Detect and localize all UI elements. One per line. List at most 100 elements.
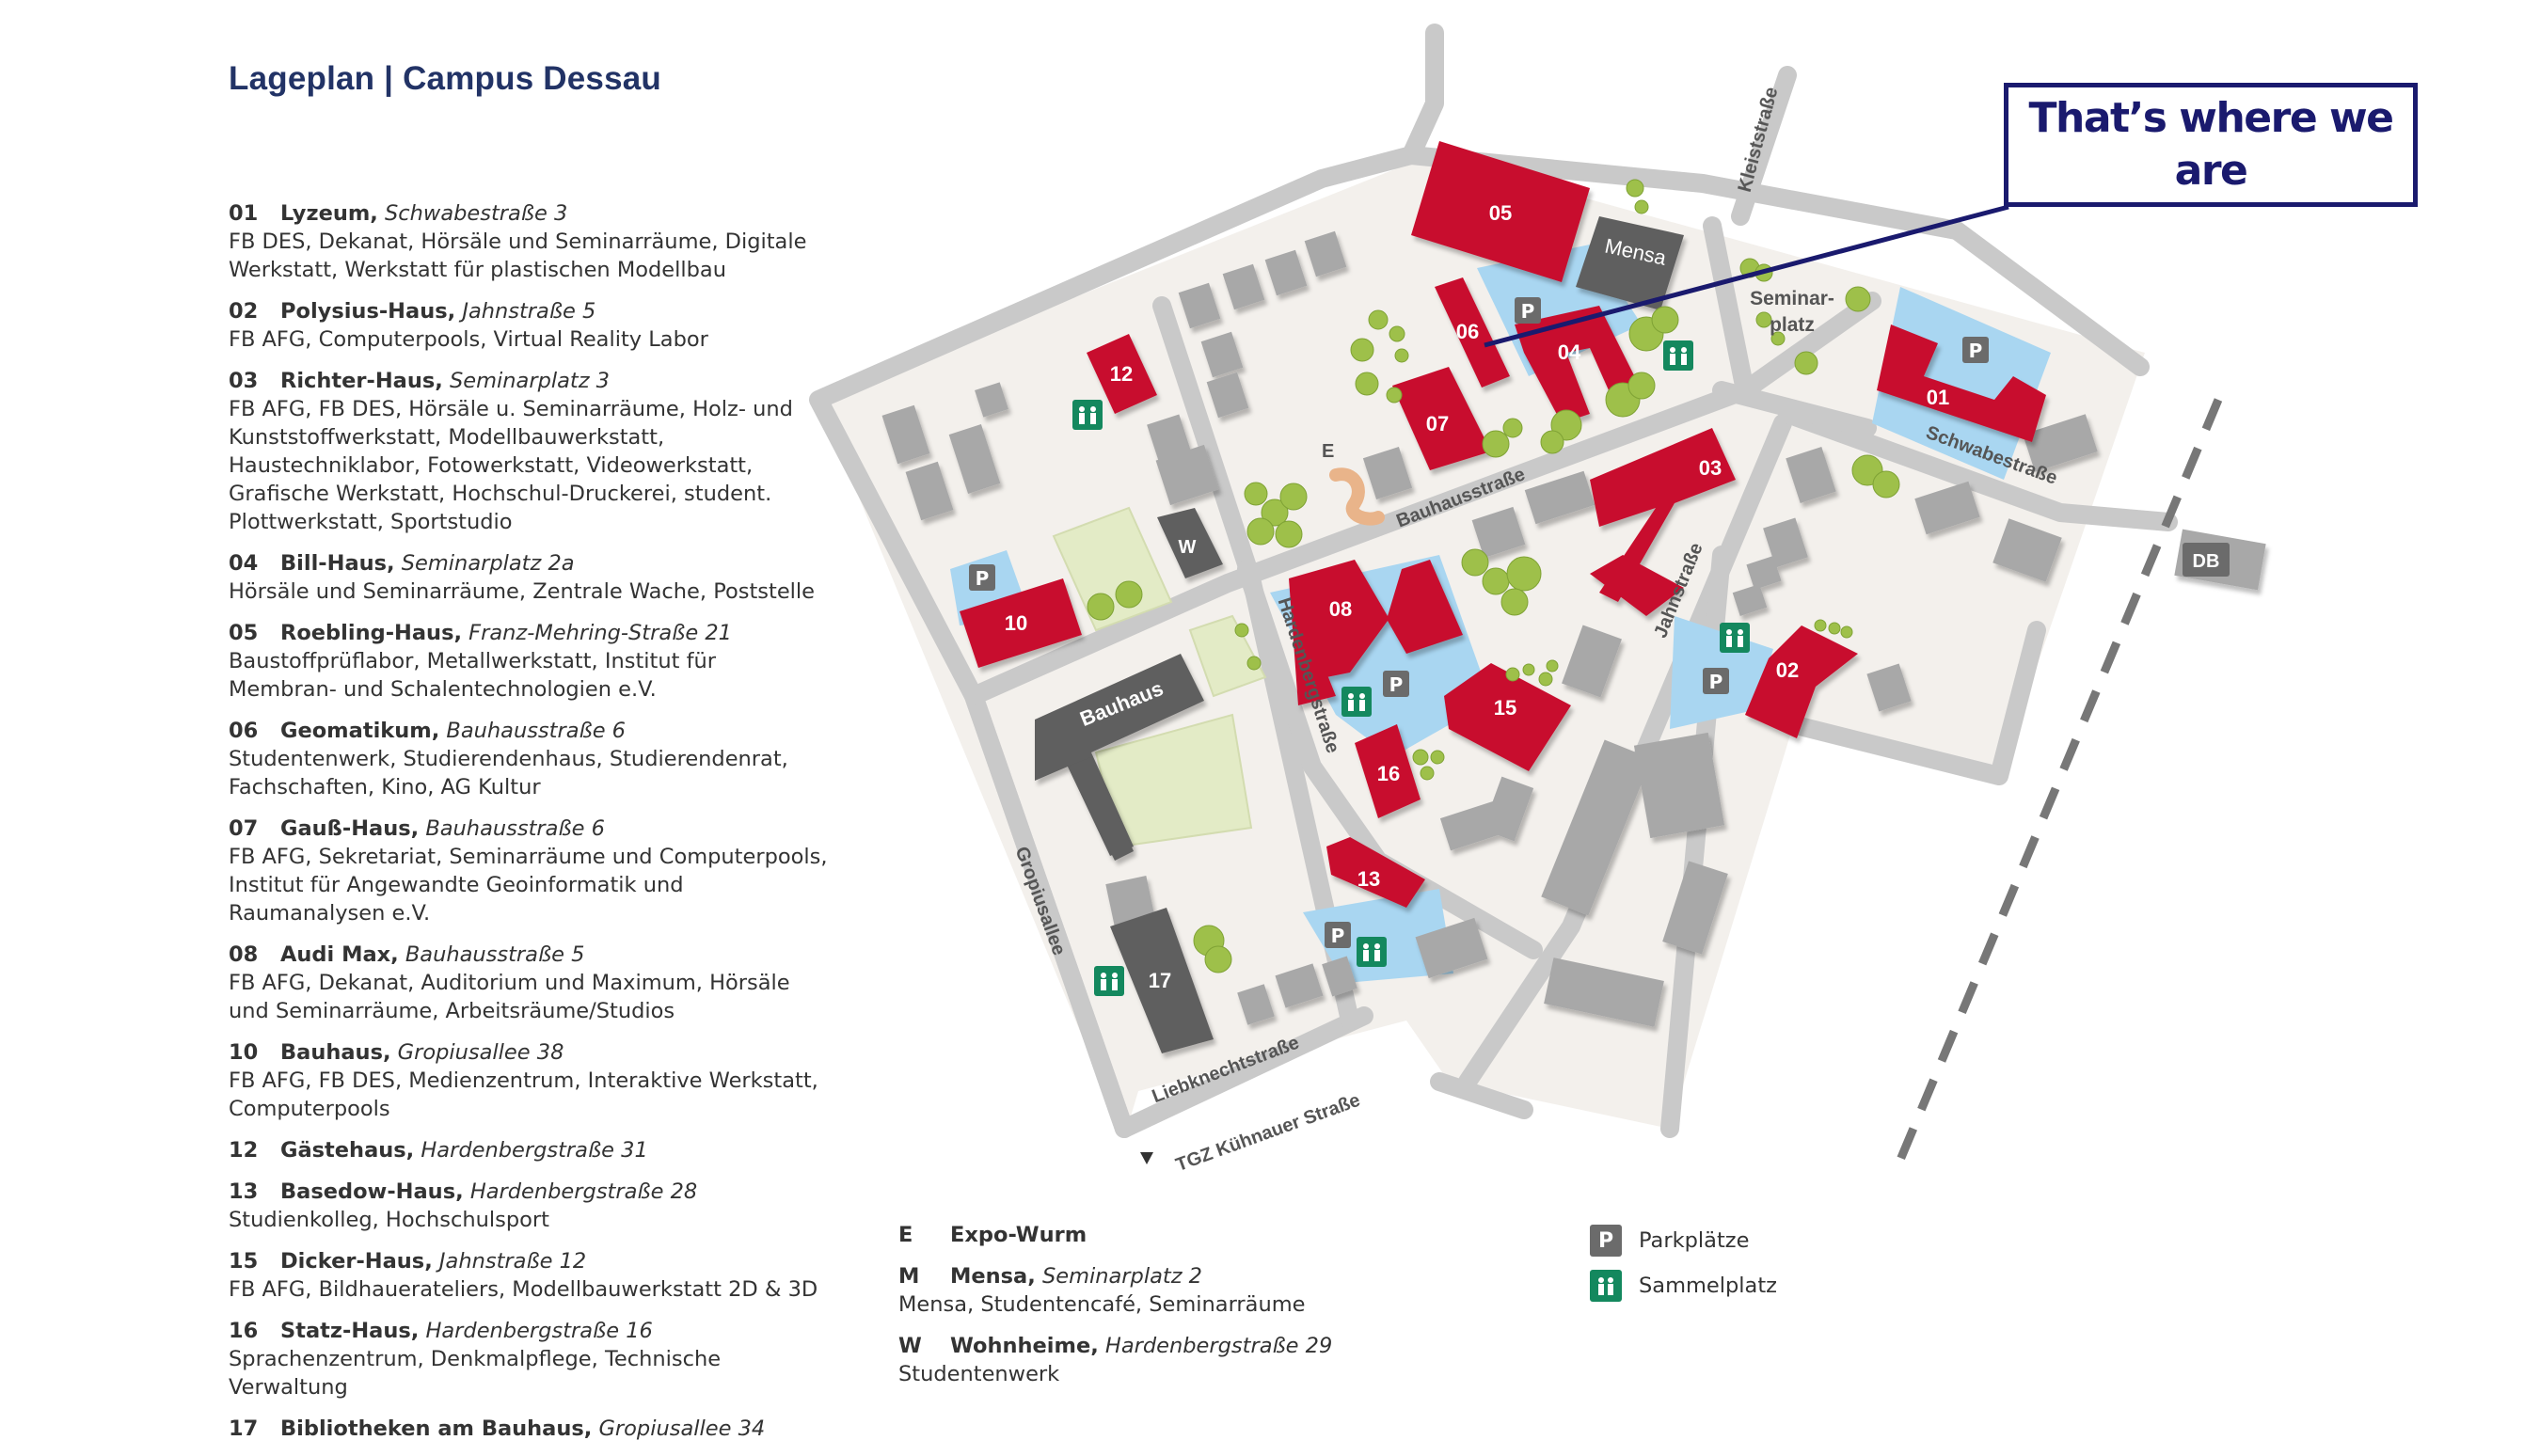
entry-number: 16 — [229, 1319, 259, 1343]
assembly-icon — [1072, 400, 1103, 430]
entry-description: Hörsäle und Seminarräume, Zentrale Wache… — [229, 579, 816, 604]
red-buildings — [960, 141, 2046, 908]
entry-name: Bibliotheken am Bauhaus, — [280, 1416, 593, 1441]
parking-jahn: P — [1703, 668, 1729, 694]
street-campus-west — [1430, 1072, 1533, 1119]
label-tgz: TGZ Kühnauer Straße — [1173, 1090, 1363, 1176]
campus-ground — [818, 155, 2145, 1138]
legend-parking: P Parkplätze — [1590, 1225, 1777, 1257]
expo-wurm — [1329, 467, 1385, 526]
bauhaus-wing — [1068, 757, 1134, 861]
assembly-icon — [1663, 340, 1693, 371]
building-17-block — [1110, 908, 1214, 1053]
entry-number: 06 — [229, 719, 259, 743]
svg-text:P: P — [1389, 673, 1404, 696]
entry-description: Studienkolleg, Hochschulsport — [229, 1208, 549, 1232]
entry-description: Sprachenzentrum, Denkmalpflege, Technisc… — [229, 1347, 722, 1400]
entry-name: Basedow-Haus, — [280, 1179, 464, 1204]
entry-name: Wohnheime, — [950, 1334, 1099, 1358]
entry-address: Franz-Mehring-Straße 21 — [468, 621, 732, 645]
building-10 — [960, 578, 1082, 668]
entry-number: 08 — [229, 942, 259, 967]
entry-name: Bill-Haus, — [280, 551, 395, 576]
wohnheim-building — [1157, 508, 1223, 578]
entry-address: Seminarplatz 3 — [449, 369, 610, 393]
svg-text:P: P — [1969, 340, 1983, 362]
callout-pointer — [1484, 204, 2009, 348]
building-15 — [1444, 663, 1571, 771]
building-01 — [1877, 324, 2046, 442]
map-number-04: 04 — [1558, 340, 1581, 364]
entry-name: Richter-Haus, — [280, 369, 443, 393]
green-areas — [1052, 506, 1267, 848]
entry-description: Studentenwerk, Studierendenhaus, Studier… — [229, 747, 788, 799]
parking-icon: P — [1590, 1225, 1622, 1257]
street-liebknechtstrasse — [1115, 1006, 1373, 1138]
railway-line — [1891, 398, 2223, 1173]
building-02 — [1745, 625, 1858, 738]
svg-text:P: P — [1331, 925, 1345, 947]
green-area-1 — [1052, 506, 1173, 632]
parking-symbols: P P P P P P — [969, 297, 1989, 948]
building-13 — [1326, 837, 1425, 908]
symbol-legend: P Parkplätze Sammelplatz — [1590, 1225, 1777, 1315]
building-16 — [1355, 724, 1421, 818]
entry-address: Gropiusallee 38 — [397, 1040, 564, 1065]
mensa-building — [1576, 216, 1684, 310]
entry-number: W — [898, 1334, 922, 1358]
entry-address: Bauhausstraße 6 — [446, 719, 627, 743]
entry-number: M — [898, 1264, 920, 1289]
entry-address: Hardenbergstraße 28 — [469, 1179, 698, 1204]
entry-number: 10 — [229, 1040, 259, 1065]
assembly-icon — [1720, 623, 1750, 653]
entry-description: FB AFG, Bildhauerateliers, Modellbauwerk… — [229, 1277, 818, 1302]
map-number-16: 16 — [1377, 762, 1400, 785]
db-sign — [2183, 543, 2230, 577]
assembly-icon — [1341, 687, 1372, 717]
entry-description: Baustoffprüflabor, Metallwerkstatt, Inst… — [229, 649, 717, 702]
building-07 — [1392, 367, 1491, 470]
entry-name: Roebling-Haus, — [280, 621, 463, 645]
entry-address: Seminarplatz 2a — [401, 551, 575, 576]
page-title: Lageplan | Campus Dessau — [229, 60, 662, 97]
map-number-15: 15 — [1494, 696, 1516, 720]
entry-number: 01 — [229, 201, 259, 226]
green-area-3 — [1188, 614, 1267, 698]
map-number-13: 13 — [1357, 867, 1380, 891]
building-08 — [1289, 560, 1463, 705]
entry-number: 17 — [229, 1416, 259, 1441]
building-06 — [1435, 277, 1510, 388]
entry-address: Gropiusallee 34 — [598, 1416, 766, 1441]
entry-number: 03 — [229, 369, 259, 393]
entry-name: Statz-Haus, — [280, 1319, 420, 1343]
map-number-02: 02 — [1776, 658, 1799, 682]
trees — [1087, 179, 1900, 973]
building-12 — [1087, 334, 1157, 414]
map-number-17: 17 — [1149, 969, 1171, 992]
assembly-icon — [1094, 966, 1124, 996]
building-numbers: 05 06 04 01 12 07 03 10 08 02 15 16 13 1… — [1005, 201, 1949, 992]
assembly-icon — [1357, 937, 1387, 967]
entry-description: Mensa, Studentencafé, Seminarräume — [898, 1292, 1306, 1317]
entry-number: E — [898, 1223, 913, 1247]
map-label-seminarplatz-2: platz — [1770, 314, 1815, 336]
entry-name: Gauß-Haus, — [280, 816, 420, 841]
map-number-03: 03 — [1699, 456, 1722, 480]
building-05 — [1411, 141, 1590, 282]
street-bauhausstrasse — [964, 381, 1754, 705]
tgz-arrow — [1140, 1152, 1153, 1164]
street-kleiststrasse — [1731, 66, 1797, 226]
map-label-db: DB — [2193, 551, 2220, 572]
map-number-01: 01 — [1927, 386, 1949, 409]
entry-address: Jahnstraße 5 — [462, 299, 596, 324]
entry-number: 02 — [229, 299, 259, 324]
entry-number: 12 — [229, 1138, 259, 1163]
